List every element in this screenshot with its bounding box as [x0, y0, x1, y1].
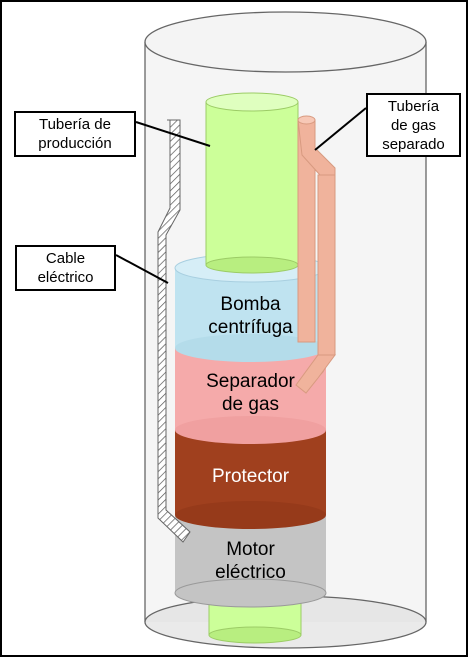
production-tubing — [205, 92, 299, 274]
gas-tubing-label: Tubería de gas separado — [366, 93, 461, 157]
production-tubing-label: Tubería de producción — [14, 111, 136, 157]
separator-label: Separador de gas — [206, 371, 295, 415]
leader-lines — [115, 107, 367, 284]
electric-cable — [157, 119, 191, 543]
gas-tubing — [295, 115, 336, 394]
pump-label: Bomba centrífuga — [208, 294, 293, 338]
protector-label: Protector — [211, 466, 290, 487]
motor-label: Motor eléctrico — [215, 539, 286, 583]
protector-section — [175, 430, 326, 529]
motor-section — [174, 515, 327, 608]
cable-label: Cable eléctrico — [15, 245, 116, 291]
